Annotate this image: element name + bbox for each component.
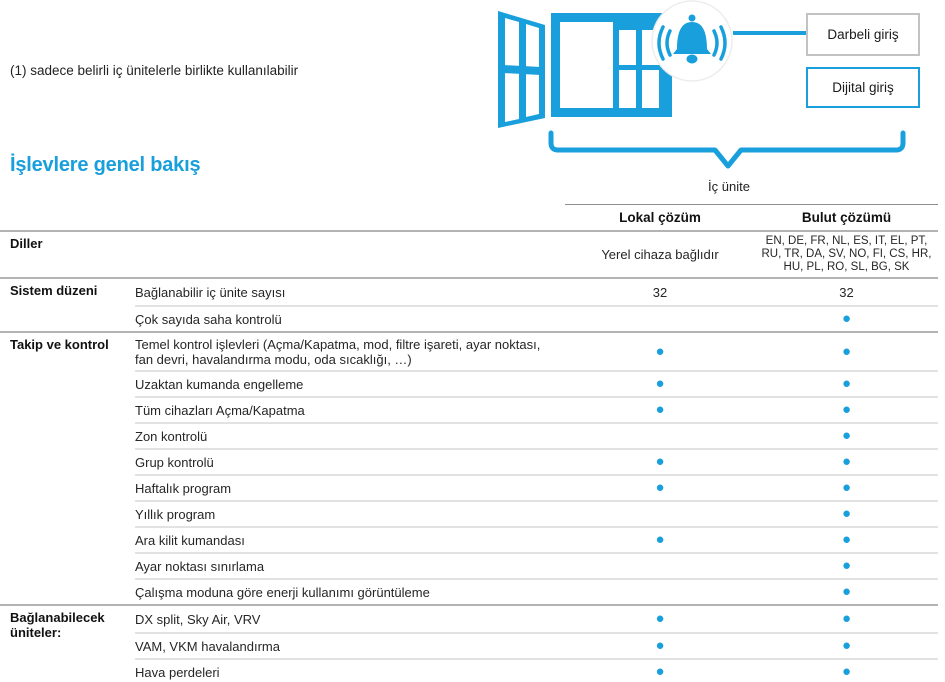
group-label: Bağlanabilecek üniteler:: [10, 610, 105, 640]
feature-label: Bağlanabilir iç ünite sayısı: [135, 285, 286, 300]
local-value-cell: ●: [655, 663, 665, 680]
table-row: Ayar noktası sınırlama ●: [135, 552, 938, 578]
table-row: Grup kontrolü ● ●: [135, 448, 938, 474]
cloud-value-cell: ●: [841, 583, 852, 600]
feature-label: Tüm cihazları Açma/Kapatma: [135, 403, 305, 418]
local-value-cell: [565, 554, 755, 578]
local-value-cell: ●: [655, 342, 665, 360]
table-row: Hava perdeleri ● ●: [135, 658, 938, 682]
feature-label: DX split, Sky Air, VRV: [135, 612, 261, 627]
table-row: Çok sayıda saha kontrolü ●: [135, 305, 938, 331]
table-group-baglanabilecek-uniteler: Bağlanabilecek üniteler: DX split, Sky A…: [0, 604, 938, 682]
digital-input-label: Dijital giriş: [832, 80, 894, 95]
connector-line: [733, 31, 806, 35]
table-group-sistem-duzeni: Sistem düzeni Bağlanabilir iç ünite sayı…: [0, 277, 938, 331]
feature-label: Ayar noktası sınırlama: [135, 559, 265, 574]
table-row: Tüm cihazları Açma/Kapatma ● ●: [135, 396, 938, 422]
header-spacer: [0, 204, 565, 230]
table-group-takip-ve-kontrol: Takip ve kontrol Temel kontrol işlevleri…: [0, 331, 938, 604]
open-window-icon: [498, 11, 672, 128]
cloud-value-cell: ●: [841, 610, 852, 627]
feature-label: Hava perdeleri: [135, 665, 220, 680]
pulse-input-callout: Darbeli giriş: [806, 13, 920, 56]
cloud-value-cell: ●: [841, 427, 852, 444]
local-value-cell: [565, 307, 755, 331]
feature-label: Grup kontrolü: [135, 455, 214, 470]
local-value-cell: ●: [655, 637, 665, 654]
table-row: Ara kilit kumandası ● ●: [135, 526, 938, 552]
group-label: Diller: [10, 236, 43, 251]
local-value-cell: [565, 424, 755, 448]
local-value-cell: ●: [655, 401, 665, 418]
feature-label: Zon kontrolü: [135, 429, 208, 444]
local-value-cell: ●: [655, 453, 665, 470]
table-row: VAM, VKM havalandırma ● ●: [135, 632, 938, 658]
local-value-cell: 32: [652, 284, 668, 300]
pulse-input-label: Darbeli giriş: [827, 27, 899, 42]
table-row: Zon kontrolü ●: [135, 422, 938, 448]
feature-label: VAM, VKM havalandırma: [135, 639, 280, 654]
table-row: Yıllık program ●: [135, 500, 938, 526]
feature-label: Haftalık program: [135, 481, 232, 496]
feature-label: Temel kontrol işlevleri (Açma/Kapatma, m…: [135, 337, 541, 367]
cloud-value-cell: ●: [841, 310, 852, 327]
table-group-diller: Diller Yerel cihaza bağlıdır EN, DE, FR,…: [0, 230, 938, 277]
feature-label: [135, 232, 565, 277]
group-label: Sistem düzeni: [10, 283, 98, 298]
cloud-value-cell: ●: [841, 401, 852, 418]
local-value-cell: ●: [655, 479, 665, 496]
cloud-value-cell: EN, DE, FR, NL, ES, IT, EL, PT, RU, TR, …: [761, 235, 932, 273]
table-row: Yerel cihaza bağlıdır EN, DE, FR, NL, ES…: [135, 232, 938, 277]
cloud-value-cell: ●: [841, 505, 852, 522]
table-row: Uzaktan kumanda engelleme ● ●: [135, 370, 938, 396]
alarm-bell-icon: [651, 0, 733, 82]
local-value-cell: ●: [655, 375, 665, 392]
feature-label: Çalışma moduna göre enerji kullanımı gör…: [135, 585, 430, 600]
column-header-local: Lokal çözüm: [565, 204, 755, 230]
page-title: İşlevlere genel bakış: [10, 154, 201, 176]
group-label: Takip ve kontrol: [10, 337, 109, 352]
cloud-value-cell: ●: [841, 531, 852, 548]
feature-label: Ara kilit kumandası: [135, 533, 245, 548]
table-row: Bağlanabilir iç ünite sayısı 32 32: [135, 279, 938, 305]
local-value-cell: ●: [655, 531, 665, 548]
table-row: DX split, Sky Air, VRV ● ●: [135, 606, 938, 632]
column-header-cloud: Bulut çözümü: [755, 204, 938, 230]
table-row: Haftalık program ● ●: [135, 474, 938, 500]
footnote: (1) sadece belirli iç ünitelerle birlikt…: [10, 63, 299, 78]
cloud-value-cell: 32: [839, 284, 854, 300]
table-row: Temel kontrol işlevleri (Açma/Kapatma, m…: [135, 333, 938, 370]
cloud-value-cell: ●: [841, 453, 852, 470]
cloud-value-cell: ●: [841, 637, 852, 654]
cloud-value-cell: ●: [841, 479, 852, 496]
feature-label: Uzaktan kumanda engelleme: [135, 377, 304, 392]
cloud-value-cell: ●: [841, 342, 852, 360]
digital-input-callout: Dijital giriş: [806, 67, 920, 108]
local-value-cell: [565, 580, 755, 604]
indoor-unit-label: İç ünite: [708, 179, 750, 194]
cloud-value-cell: ●: [841, 557, 852, 574]
local-value-cell: Yerel cihaza bağlıdır: [601, 247, 719, 262]
brace-bracket-icon: [548, 130, 906, 169]
local-value-cell: [565, 502, 755, 526]
cloud-value-cell: ●: [841, 375, 852, 392]
table-row: Çalışma moduna göre enerji kullanımı gör…: [135, 578, 938, 604]
feature-label: Çok sayıda saha kontrolü: [135, 312, 282, 327]
cloud-value-cell: ●: [841, 663, 852, 680]
feature-comparison-table: Lokal çözüm Bulut çözümü Diller Yerel ci…: [0, 204, 945, 682]
local-value-cell: ●: [655, 610, 665, 627]
table-header-row: Lokal çözüm Bulut çözümü: [0, 204, 938, 230]
feature-label: Yıllık program: [135, 507, 216, 522]
